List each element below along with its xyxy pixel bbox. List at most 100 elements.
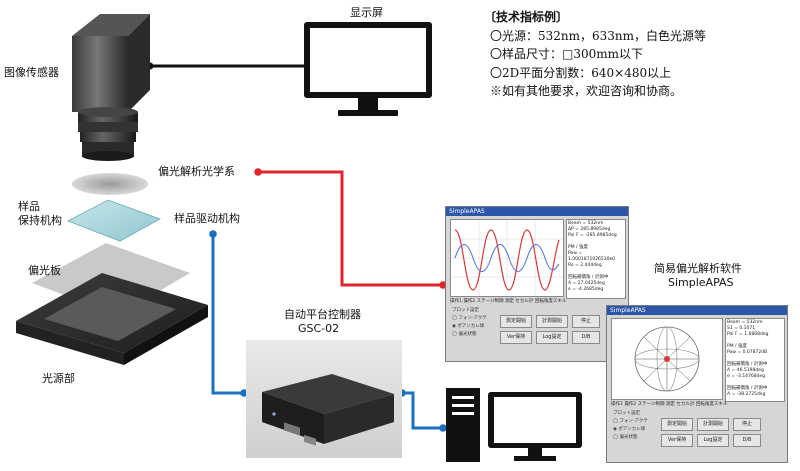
radio-option[interactable]: ◯ 偏光状態 — [613, 435, 638, 440]
tab[interactable]: 操作1 — [611, 402, 623, 407]
controller-pc-link — [398, 389, 447, 432]
image-sensor-camera — [72, 14, 150, 195]
display-label: 显示屏 — [350, 6, 383, 19]
tab[interactable]: セカル計 — [515, 299, 534, 304]
status-line: ΔP = 285.8985deg — [568, 227, 611, 232]
software-window-poincare: SimpleAPAS Beam = 532nm S1 = 0.1071 Pol … — [606, 305, 788, 463]
ver-hold-button[interactable]: Ver保持 — [500, 331, 532, 344]
status-line: e = -4.2685deg — [568, 287, 604, 292]
tab[interactable]: 回転角度スキル — [695, 402, 728, 407]
status-line: PM / 強度 — [727, 344, 747, 349]
measure-start-button[interactable]: 測定開始 — [500, 315, 532, 328]
status-line: Pow = 1.0001871026530e0 — [568, 251, 616, 262]
pc-monitor — [488, 392, 582, 461]
radio-option[interactable]: ◉ ポアンカレ球 — [452, 324, 485, 329]
controller-label-1: 自动平台控制器 — [284, 308, 361, 321]
setting-title: プロット設定 — [452, 308, 479, 313]
poincare-plot — [611, 318, 723, 400]
software-label-1: 简易偏光解析软件 — [654, 262, 742, 275]
window-title: SimpleAPAS — [446, 207, 628, 216]
radio-option[interactable]: ◯ フォン-アクテ — [452, 316, 487, 321]
tab[interactable]: 回転角度スキル — [534, 299, 567, 304]
pc-tower — [446, 388, 480, 462]
radio-option[interactable]: ◯ フォン-アクテ — [613, 419, 648, 424]
wave-series-blue — [454, 244, 560, 272]
spec-item: 〇样品尺寸：□300mm以下 — [490, 47, 644, 61]
log-setting-button[interactable]: Log設定 — [536, 331, 568, 344]
status-line: A = -38.2725deg — [727, 392, 766, 397]
waveform-graph — [451, 220, 563, 296]
light-source-label: 光源部 — [42, 372, 75, 385]
tab[interactable]: 操作2 — [624, 402, 637, 407]
db-button[interactable]: D/B — [572, 331, 600, 344]
pc-set — [446, 388, 582, 462]
software-window-waveform: SimpleAPAS Beam = 532nm ΔP = 285.8985deg… — [445, 206, 629, 362]
spec-item: 〇2D平面分割数：640×480以上 — [490, 65, 672, 80]
calc-start-button[interactable]: 計測開始 — [697, 418, 729, 431]
spec-item: ※如有其他要求，欢迎咨询和协商。 — [490, 84, 683, 98]
measure-start-button[interactable]: 測定開始 — [661, 418, 693, 431]
status-line: A = 46.5198deg — [727, 368, 764, 373]
log-setting-button[interactable]: Log設定 — [697, 434, 729, 447]
controller-device — [262, 374, 394, 446]
sample-glass — [67, 199, 161, 242]
controller-label-2: GSC-02 — [298, 322, 340, 335]
db-button[interactable]: D/B — [733, 434, 761, 447]
status-line: Pow = 0.07872dB — [727, 350, 768, 355]
tab[interactable]: 測定 — [665, 402, 675, 407]
radio-option[interactable]: ◉ ポアンカレ球 — [613, 427, 646, 432]
tab-bar: 操作1 操作2 ステージ制御 測定 セカル計 回転角度スキル — [450, 298, 566, 304]
status-line: 回転補償角 / 計測中 — [727, 386, 768, 391]
display-monitor — [304, 22, 432, 116]
sample-drive-label: 样品驱动机构 — [174, 212, 240, 225]
status-panel: Beam = 532nm ΔP = 285.8985deg Pol F = -2… — [566, 219, 626, 299]
status-line: S1 = 0.1071 — [727, 326, 756, 331]
tab[interactable]: セカル計 — [676, 402, 695, 407]
tab[interactable]: 測定 — [504, 299, 514, 304]
status-line: 回転補償角 / 計測中 — [727, 362, 768, 367]
window-title: SimpleAPAS — [607, 306, 787, 315]
drive-controller-link — [209, 230, 248, 397]
poincare-sphere — [634, 326, 700, 392]
tab[interactable]: 操作1 — [450, 299, 462, 304]
spec-title: 〔技术指标例〕 — [484, 10, 569, 24]
stop-button[interactable]: 停止 — [733, 418, 761, 431]
spec-block: 〔技术指标例〕 〇光源：532nm，633nm，白色光源等 〇样品尺寸：□300… — [484, 8, 706, 101]
spec-item: 〇光源：532nm，633nm，白色光源等 — [490, 28, 707, 43]
stop-button[interactable]: 停止 — [572, 315, 600, 328]
calc-start-button[interactable]: 計測開始 — [536, 315, 568, 328]
status-panel: Beam = 532nm S1 = 0.1071 Pol F = 1.6868d… — [725, 318, 785, 402]
status-line: Beam = 532nm — [568, 221, 604, 226]
sample-holder-label-1: 样品 — [18, 200, 40, 213]
plot-settings: プロット設定 ◯ フォン-アクテ ◉ ポアンカレ球 ◯ 偏光状態 — [452, 307, 487, 339]
polarizer-label: 偏光板 — [28, 264, 61, 277]
tab[interactable]: ステージ制御 — [637, 402, 665, 407]
light-source-stack — [16, 199, 208, 365]
controller-port — [304, 434, 316, 446]
controller-led — [272, 412, 276, 416]
controller-port — [284, 422, 300, 436]
software-label-2: SimpleAPAS — [668, 276, 734, 289]
polarization-optics-label: 偏光解析光学系 — [158, 165, 235, 178]
status-line: Pol F = 1.6868deg — [727, 332, 769, 337]
radio-option[interactable]: ◯ 偏光状態 — [452, 332, 477, 337]
status-line: PM / 強度 — [568, 245, 588, 250]
sensor-display-link — [146, 62, 316, 70]
ver-hold-button[interactable]: Ver保持 — [661, 434, 693, 447]
waveform-plot — [450, 219, 564, 297]
tab-bar: 操作1 操作2 ステージ制御 測定 セカル計 回転角度スキル — [611, 401, 727, 407]
sample-holder-label-2: 保持机构 — [18, 214, 62, 227]
status-line: e = -3.14768deg — [727, 374, 766, 379]
status-line: A = 27.0425deg — [568, 281, 605, 286]
status-line: Beam = 532nm — [727, 320, 763, 325]
status-line: 回転補償角 / 計測中 — [568, 275, 609, 280]
setting-title: プロット設定 — [613, 411, 640, 416]
plot-settings: プロット設定 ◯ フォン-アクテ ◉ ポアンカレ球 ◯ 偏光状態 — [613, 410, 648, 442]
image-sensor-label: 图像传感器 — [4, 66, 59, 79]
status-line: Ro = 2.444deg — [568, 263, 602, 268]
optics-software-link — [254, 168, 447, 289]
tab[interactable]: ステージ制御 — [476, 299, 504, 304]
wave-series-red — [454, 229, 560, 291]
tab[interactable]: 操作2 — [463, 299, 476, 304]
